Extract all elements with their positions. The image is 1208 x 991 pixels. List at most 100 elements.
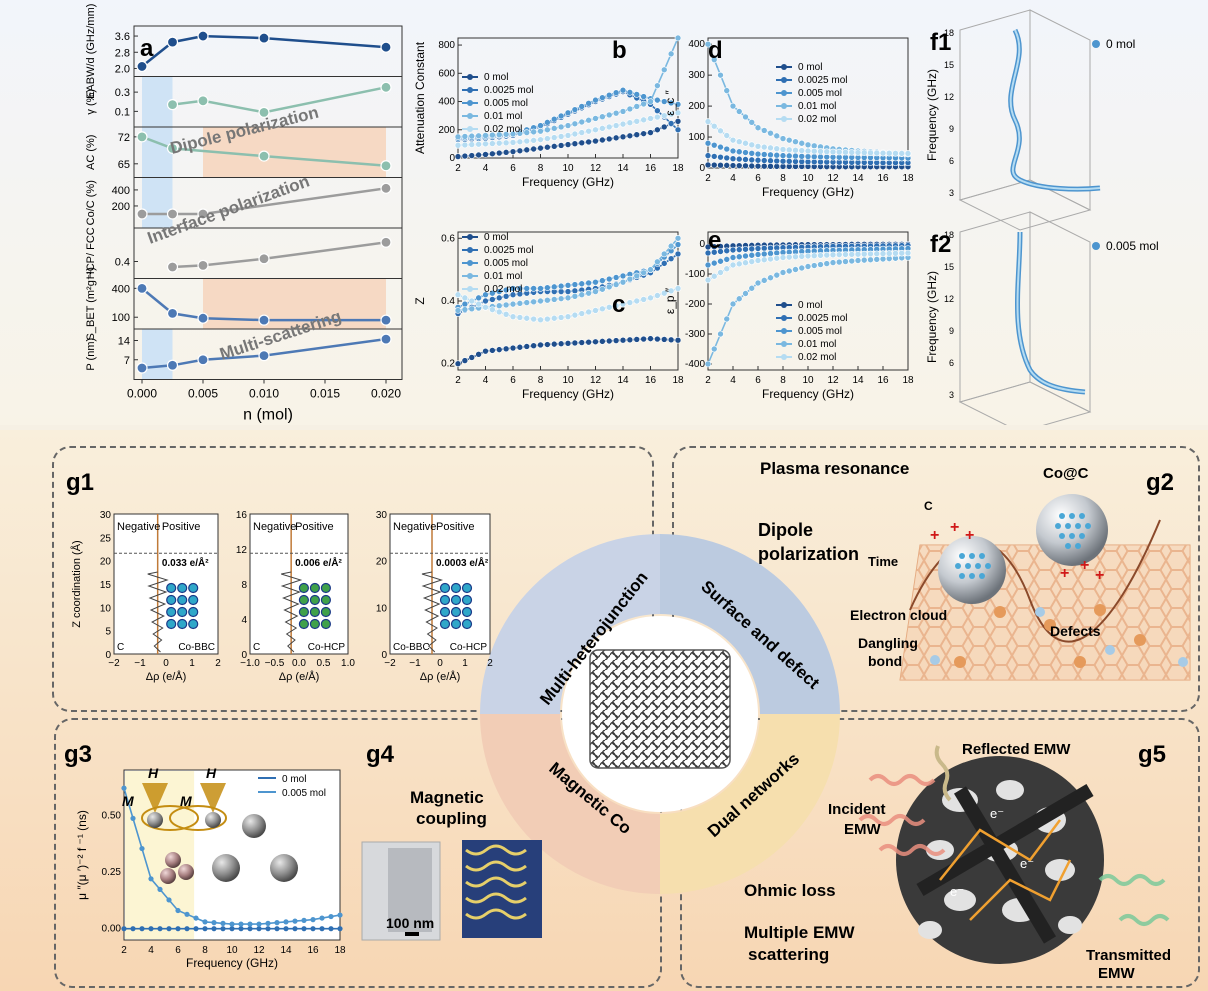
panel-letter-g2: g2 — [1146, 469, 1174, 496]
series-point — [585, 127, 592, 135]
x-tick-label: 12 — [590, 375, 602, 386]
series-point — [557, 142, 565, 149]
series-point — [767, 129, 774, 137]
series-point — [550, 134, 558, 141]
legend-marker — [1092, 40, 1100, 48]
row-y-label: HCP/ FCC — [85, 227, 97, 279]
series-point — [748, 284, 756, 292]
series-point — [612, 302, 620, 310]
g1-y-tick: 0 — [105, 650, 111, 661]
row-y-label: AC (%) — [85, 135, 97, 170]
series-point — [502, 286, 510, 294]
series-point — [723, 87, 731, 94]
series-point — [735, 138, 743, 145]
legend-label: 0.005 mol — [1106, 239, 1159, 253]
series-point — [530, 145, 537, 153]
series-point — [619, 278, 627, 286]
row-point — [197, 312, 209, 324]
g3-x-tick: 18 — [334, 945, 346, 956]
g1-x-tick: 0.0 — [292, 658, 306, 669]
series-point — [647, 266, 654, 273]
row-point — [197, 95, 209, 107]
series-point — [710, 153, 718, 160]
series-point — [735, 148, 743, 156]
series-point — [564, 109, 572, 117]
series-point — [633, 131, 641, 139]
series-point — [704, 40, 712, 48]
series-point — [605, 275, 613, 283]
series-point — [571, 281, 579, 288]
g2-c-label: C — [924, 499, 933, 513]
series-point — [754, 124, 762, 132]
g3-series-point — [121, 926, 127, 932]
series-point — [667, 110, 675, 118]
z-tick-label: 9 — [949, 326, 954, 336]
g5-incident-2: EMW — [844, 821, 882, 838]
series-point — [557, 112, 565, 120]
series-point — [647, 98, 654, 105]
series-point — [557, 314, 565, 321]
row-tick-label: 2.0 — [115, 63, 130, 75]
x-tick-label: 14 — [617, 375, 629, 386]
g2-dangling-1: Dangling — [858, 635, 918, 651]
series-point — [760, 256, 768, 264]
g1-left-label: C — [117, 642, 124, 653]
legend-label: 0 mol — [484, 72, 508, 83]
g4-title-2: coupling — [416, 809, 487, 828]
g1-x-tick: 2 — [487, 658, 493, 669]
series-point — [564, 141, 572, 148]
series-point — [647, 115, 654, 122]
series-point — [544, 296, 551, 304]
series-point — [578, 118, 586, 126]
series-point — [557, 123, 565, 131]
g1-atom — [461, 594, 473, 606]
x-tick-label: 16 — [877, 173, 889, 184]
g1-atom — [461, 606, 473, 618]
row-point — [258, 253, 270, 265]
g3-series-point — [148, 926, 154, 932]
z-tick-label: 3 — [949, 188, 954, 198]
g5-trans-1: Transmitted — [1086, 947, 1171, 964]
series-point — [647, 335, 654, 342]
series-point — [475, 151, 482, 159]
box-face — [958, 179, 1092, 231]
g3-series-point — [175, 907, 181, 914]
y-tick-label: 0 — [699, 239, 705, 250]
g1-atom — [177, 594, 188, 606]
g1-y-tick: 0 — [241, 650, 247, 661]
g3-series-point — [121, 785, 127, 791]
g5-multi-2: scattering — [748, 945, 829, 964]
g3-x-tick: 12 — [253, 945, 265, 956]
g1-left-label: C — [253, 642, 260, 653]
panel-letter-g1: g1 — [66, 469, 94, 496]
series-point — [461, 306, 469, 313]
g3-series-point — [229, 926, 235, 932]
legend-label: 0.0025 mol — [798, 75, 847, 86]
series-point — [523, 146, 531, 154]
g3-series-point — [166, 926, 172, 932]
g1-value-label: 0.033 e/Å² — [162, 556, 209, 569]
y-tick-label: -200 — [685, 299, 705, 310]
series-point — [578, 103, 586, 110]
series-point — [717, 330, 724, 338]
series-point — [640, 130, 647, 137]
series-point — [710, 122, 718, 130]
g1-value-label: 0.006 e/Å² — [295, 556, 342, 569]
plus-signs: +++ +++ — [930, 519, 1104, 584]
g1-right-label: Co-BBC — [178, 642, 215, 653]
g4-holography-fringes — [465, 844, 527, 920]
g4-holography-image — [462, 840, 542, 938]
x-tick-label: 2 — [705, 173, 711, 184]
z-tick-label: 18 — [944, 28, 954, 38]
series-point — [654, 126, 661, 134]
series-point — [723, 145, 731, 153]
x-tick-label: 2 — [705, 375, 711, 386]
series-point — [495, 308, 503, 316]
g5-reflected-label: Reflected EMW — [962, 741, 1071, 758]
g4-scale-bar — [405, 932, 419, 936]
series-point — [760, 127, 768, 134]
series-point — [605, 91, 613, 99]
series-point — [633, 91, 641, 98]
